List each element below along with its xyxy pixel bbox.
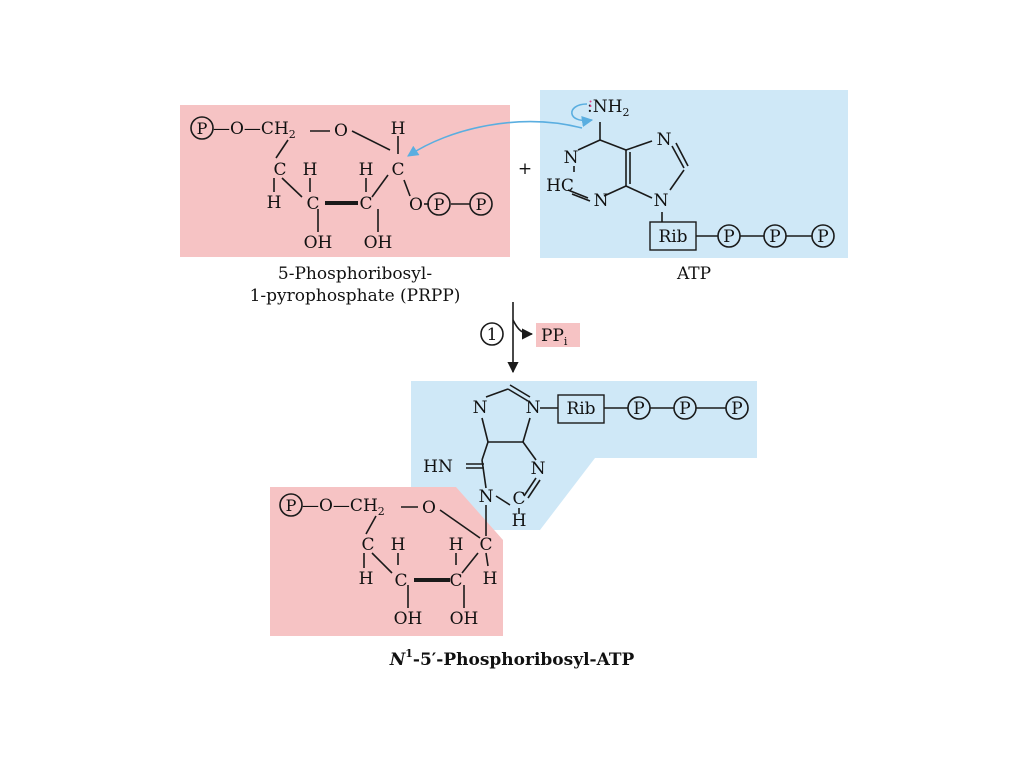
svg-text:—O—CH2: —O—CH2 — [302, 496, 385, 518]
product-c2-h-label: H — [512, 511, 527, 531]
product-c3-label: C — [394, 571, 407, 591]
product-c3-h-label: H — [391, 535, 406, 555]
prpp-c2-label: C — [359, 194, 372, 214]
nucleophilic-attack-arrow — [407, 120, 583, 157]
atp-phosphate-gamma: P — [817, 227, 828, 247]
product-ring-oxygen: O — [422, 498, 436, 518]
product-c4-h-label: H — [359, 569, 374, 589]
atp-n7-label: N — [657, 130, 672, 150]
product-c3-hydroxyl: OH — [394, 609, 423, 629]
atp-c2-label: HC — [546, 176, 574, 196]
product-c2-label: C — [449, 571, 462, 591]
atp-amino-subscript: 2 — [622, 106, 629, 119]
atp-structure — [567, 122, 835, 251]
prpp-caption-line1: 5-Phosphoribosyl- — [278, 264, 432, 284]
atp-n3-label: N — [594, 191, 609, 211]
prpp-linking-oxygen: O — [409, 195, 423, 215]
svg-text:PPi: PPi — [541, 326, 568, 348]
reaction-arrow — [480, 302, 534, 374]
product-caption-superscript: 1 — [405, 647, 413, 660]
product-ribose-box-label: Rib — [566, 399, 595, 419]
prpp-structure — [190, 116, 493, 232]
product-c1-label: C — [479, 535, 492, 555]
prpp-panel — [180, 105, 510, 257]
prpp-anomeric-h: H — [391, 119, 406, 139]
prpp-ring-oxygen: O — [334, 121, 348, 141]
product-n9-label: N — [526, 398, 541, 418]
prpp-c4-label: C — [273, 160, 286, 180]
svg-text::NH2: :NH2 — [587, 97, 629, 119]
prpp-phosphate-circle-label: P — [197, 119, 208, 138]
prpp-pyrophosphate-p1-label: P — [434, 195, 445, 214]
prpp-c1-label: C — [391, 160, 404, 180]
prpp-o-ch2-label: —O—CH — [213, 119, 289, 139]
svg-text:—O—CH2: —O—CH2 — [213, 119, 296, 141]
prpp-c2-hydroxyl: OH — [364, 233, 393, 253]
product-ch2-subscript: 2 — [378, 505, 385, 518]
atp-lone-pair-dots: : — [588, 93, 593, 111]
product-c2-hydroxyl: OH — [450, 609, 479, 629]
product-structure — [279, 384, 749, 608]
atp-ribose-box-label: Rib — [658, 227, 687, 247]
prpp-caption-line2: 1-pyrophosphate (PRPP) — [250, 286, 461, 306]
product-caption-rest: -5′-Phosphoribosyl-ATP — [413, 650, 635, 670]
product-c4-label: C — [361, 535, 374, 555]
product-c1-h-label: H — [483, 569, 498, 589]
product-n3-label: N — [531, 459, 546, 479]
step-number: 1 — [487, 325, 498, 345]
prpp-ch2-subscript: 2 — [289, 128, 296, 141]
product-phosphate-alpha: P — [633, 399, 644, 419]
product-phosphate-gamma: P — [731, 399, 742, 419]
atp-phosphate-alpha: P — [723, 227, 734, 247]
product-o-ch2-label: —O—CH — [302, 496, 378, 516]
atp-caption: ATP — [676, 264, 711, 284]
product-adenine-panel — [411, 381, 757, 530]
product-phosphate-beta: P — [679, 399, 690, 419]
product-n7-label: N — [473, 398, 488, 418]
product-ribose-phosphate-label: P — [286, 496, 297, 515]
prpp-c3-label: C — [306, 194, 319, 214]
product-c2-h-label: H — [449, 535, 464, 555]
product-ribose-panel — [270, 487, 503, 636]
ppi-badge — [536, 323, 580, 347]
atp-phosphate-beta: P — [769, 227, 780, 247]
ppi-subscript: i — [564, 335, 568, 348]
prpp-c3-h-label: H — [303, 160, 318, 180]
product-caption-italic: N — [389, 650, 407, 670]
atp-n1-label: N — [564, 148, 579, 168]
product-imine-label: HN — [423, 457, 453, 477]
atp-n9-label: N — [654, 191, 669, 211]
product-caption: N1-5′-Phosphoribosyl-ATP — [389, 647, 635, 670]
product-n1-label: N — [479, 487, 494, 507]
ppi-label: PP — [541, 326, 564, 346]
plus-sign: + — [518, 159, 532, 179]
prpp-c3-hydroxyl: OH — [304, 233, 333, 253]
atp-amino-label: :NH — [587, 97, 622, 117]
product-c2-label: C — [512, 489, 525, 509]
prpp-c2-h-label: H — [359, 160, 374, 180]
prpp-c4-lower-h: H — [267, 193, 282, 213]
prpp-pyrophosphate-p2-label: P — [476, 195, 487, 214]
lone-pair-curved-arrow — [571, 103, 594, 128]
